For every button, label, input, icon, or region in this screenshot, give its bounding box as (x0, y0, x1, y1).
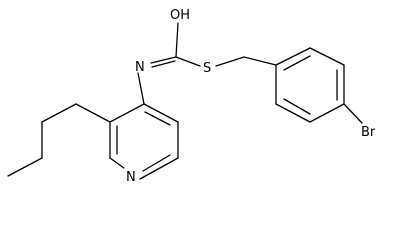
benzene-bond-2 (309, 47, 345, 66)
bond-n-pyridine (137, 72, 145, 105)
sulfur-label: S (203, 61, 211, 76)
butyl-bond-1 (75, 103, 111, 123)
bromine-label: Br (361, 125, 376, 140)
pyridine-bond-1 (109, 103, 145, 123)
pyridine-bond-4 (139, 157, 179, 180)
molecule-drawing: OH N S N Br (7, 8, 376, 185)
bond-c-s (175, 56, 201, 67)
hydroxyl-label: OH (170, 8, 190, 23)
pyridine-inner-2 (142, 154, 171, 172)
bond-c-n-double-a (150, 56, 177, 64)
bond-ring-br (343, 103, 363, 124)
benzene-bond-5 (275, 103, 311, 123)
butyl-bond-2 (41, 103, 77, 123)
structure-diagram: OH N S N Br (7, 8, 376, 185)
pyridine-inner-3 (144, 111, 171, 126)
pyridine-nitrogen-label: N (126, 170, 136, 185)
pyridine-bond-6 (143, 103, 179, 123)
imine-nitrogen-label: N (135, 60, 145, 75)
benzene-bond-1 (275, 47, 311, 66)
pyridine-bond-3 (109, 157, 125, 169)
benzene-inner-3 (283, 98, 311, 115)
benzene-inner-1 (283, 55, 311, 71)
benzene-bond-4 (309, 103, 345, 123)
bond-c-oh (175, 22, 179, 58)
butyl-bond-4 (7, 157, 43, 177)
bond-c-n-double-b (151, 60, 176, 68)
bond-ch2-ring (243, 56, 277, 66)
bond-s-ch2 (215, 56, 245, 67)
